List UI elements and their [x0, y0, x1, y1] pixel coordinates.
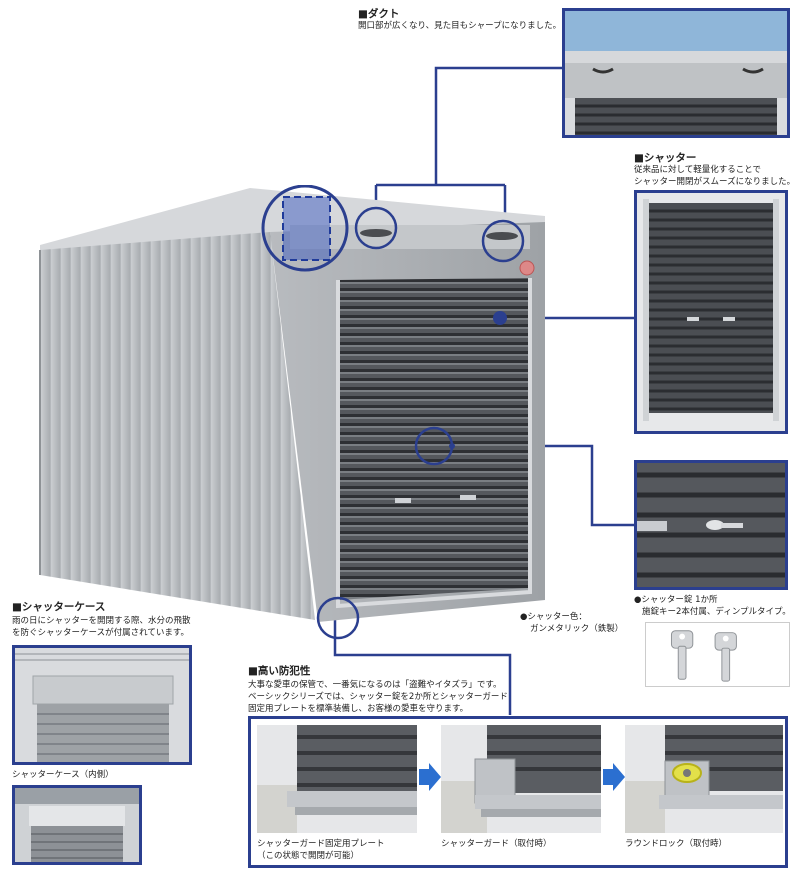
shutter-case-desc-line2: を防ぐシャッターケースが付属されています。: [12, 628, 189, 638]
security-step-1-label: シャッターガード固定用プレート: [257, 839, 385, 849]
shutter-lock-photo: [634, 460, 788, 590]
shutter-title: ■シャッター: [634, 152, 697, 164]
arrow-right-icon: [603, 763, 625, 791]
shutter-color-line2: ガンメタリック（鉄製）: [530, 624, 624, 634]
keys-image: [645, 622, 790, 687]
shutter-case-photo-inner: [12, 645, 192, 765]
security-steps-panel: シャッターガード固定用プレート （この状態で開閉が可能） シャッターガード（取付…: [248, 716, 788, 868]
shutter-case-photo-outer: [12, 785, 142, 865]
duct-title: ■ダクト: [358, 8, 400, 20]
security-step-1-photo: [257, 725, 417, 833]
lock-caption-line2: 施錠キー2本付属、ディンプルタイプ。: [642, 607, 791, 617]
security-desc-line1: 大事な愛車の保管で、一番気になるのは「盗難やイタズラ」です。: [248, 680, 502, 690]
duct-description: 開口部が広くなり、見た目もシャープになりました。: [358, 21, 562, 31]
security-desc-line2: ベーシックシリーズでは、シャッター錠を2か所とシャッターガード: [248, 692, 508, 702]
shutter-photo: [634, 190, 788, 434]
security-title: ■高い防犯性: [248, 665, 311, 677]
lock-caption-line1: ●シャッター錠 1か所: [634, 595, 718, 605]
security-step-3-label: ラウンドロック（取付時）: [625, 839, 728, 849]
security-step-1-sublabel: （この状態で開閉が可能）: [257, 851, 360, 861]
shutter-desc-line1: 従来品に対して軽量化することで: [634, 165, 761, 175]
shutter-color-line1: ●シャッター色：: [520, 612, 587, 622]
shutter-case-photo-caption: シャッターケース（内側）: [12, 770, 114, 780]
shutter-desc-line2: シャッター開閉がスムーズになりました。: [634, 177, 796, 187]
duct-photo: [562, 8, 790, 138]
security-desc-line3: 固定用プレートを標準装備し、お客様の愛車を守ります。: [248, 704, 469, 714]
shutter-case-title: ■シャッターケース: [12, 601, 106, 613]
shutter-case-desc-line1: 雨の日にシャッターを開閉する際、水分の飛散: [12, 616, 191, 626]
security-step-3-photo: [625, 725, 783, 833]
security-step-2-photo: [441, 725, 601, 833]
security-step-2-label: シャッターガード（取付時）: [441, 839, 552, 849]
arrow-right-icon: [419, 763, 441, 791]
storage-unit-illustration: [39, 185, 545, 640]
